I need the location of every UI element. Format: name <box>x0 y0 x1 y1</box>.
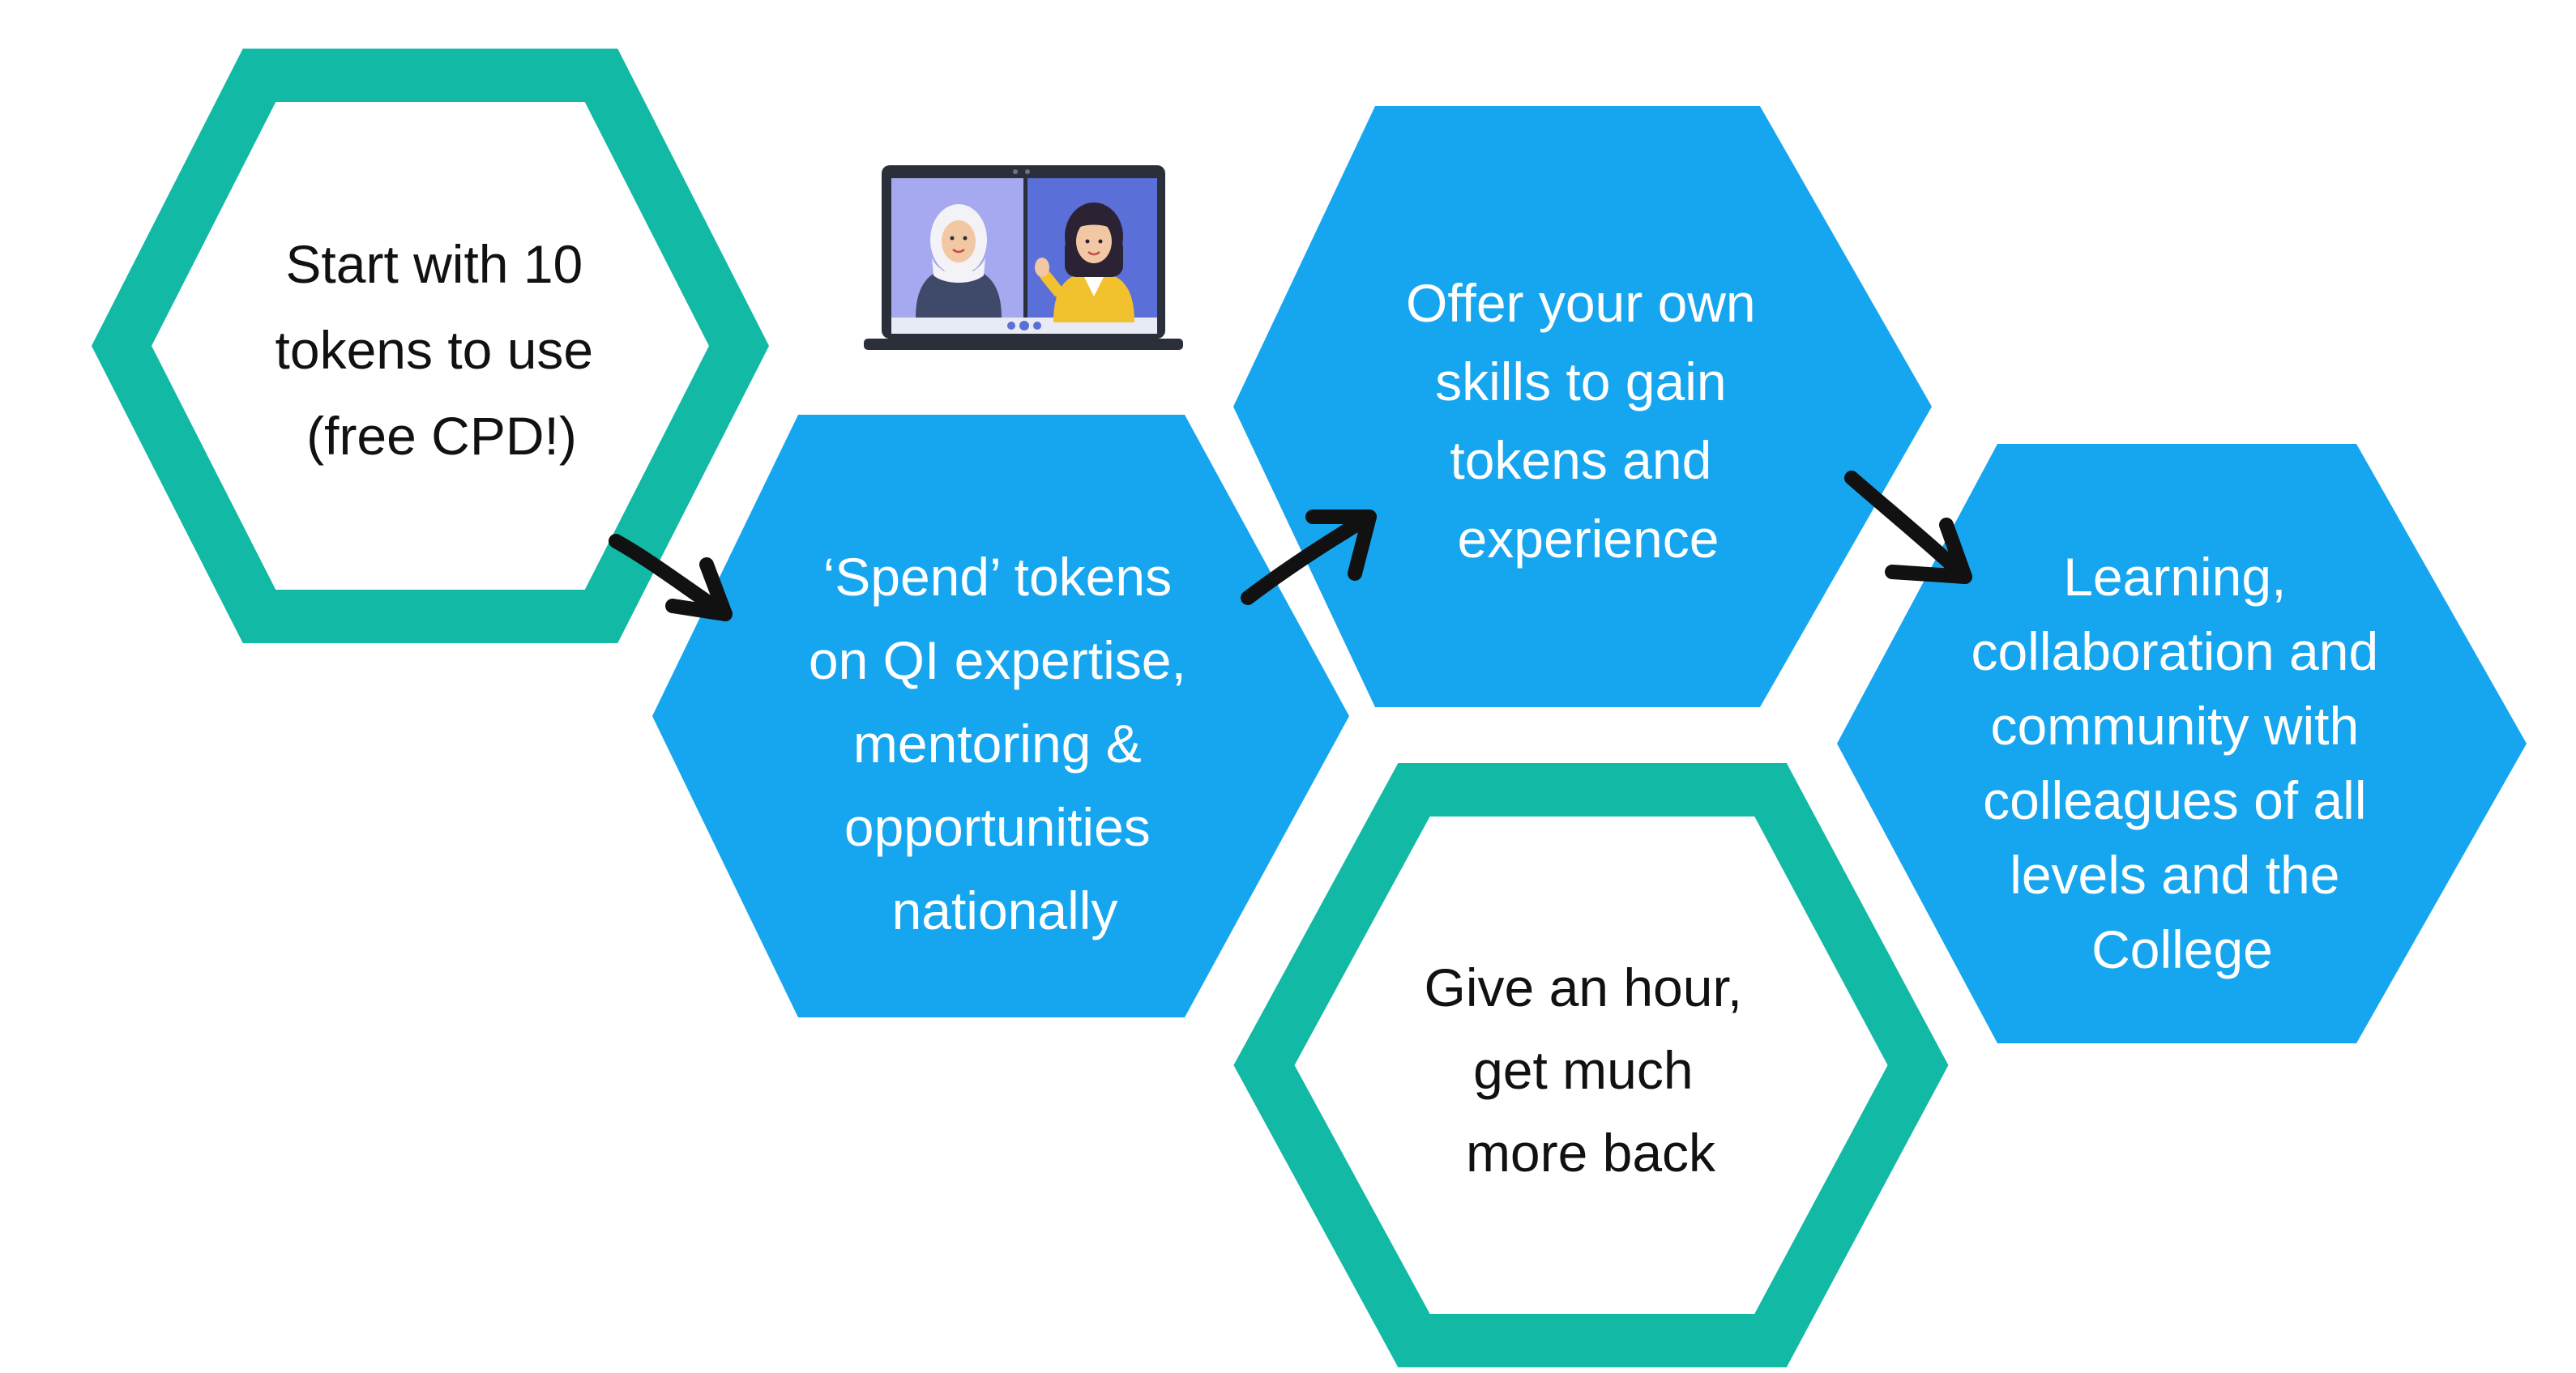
hexagon-learning: Learning, collaboration and community wi… <box>1837 444 2527 1043</box>
arrow-offer-to-learning <box>1844 471 1972 584</box>
hexagon-learning-line-6: College <box>2091 919 2273 979</box>
hexagon-give-line-3: more back <box>1466 1123 1716 1183</box>
hexagon-give-line-2: get much <box>1473 1040 1693 1100</box>
video-participant-right <box>1035 203 1134 322</box>
hexagon-start: Start with 10 tokens to use (free CPD!) <box>91 49 770 643</box>
hexagon-spend: ‘Spend’ tokens on QI expertise, mentorin… <box>652 415 1349 1017</box>
arrow-offer-to-learning-head <box>1885 518 1972 584</box>
video-participant-left <box>916 204 1002 318</box>
hexagon-offer-line-3: tokens and <box>1450 430 1711 490</box>
hexagon-give: Give an hour, get much more back <box>1233 763 1949 1367</box>
hexagon-offer-line-1: Offer your own <box>1406 273 1756 333</box>
hexagon-offer-text: Offer your own skills to gain tokens and… <box>1406 273 1771 569</box>
hexagon-offer-line-4: experience <box>1458 509 1719 569</box>
hexagon-learning-line-5: levels and the <box>2010 845 2339 905</box>
hexagon-spend-line-4: opportunities <box>844 797 1151 857</box>
hexagon-learning-text: Learning, collaboration and community wi… <box>1971 547 2393 979</box>
hexagon-give-text: Give an hour, get much more back <box>1425 957 1758 1183</box>
hexagon-spend-line-1: ‘Spend’ tokens <box>823 547 1173 607</box>
hexagon-learning-line-4: colleagues of all <box>1983 770 2366 830</box>
arrow-spend-to-offer <box>1241 510 1377 605</box>
hexagon-learning-line-1: Learning, <box>2063 547 2286 607</box>
hexagon-start-line-1: Start with 10 <box>285 234 583 294</box>
hexagon-start-line-2: tokens to use <box>276 320 594 380</box>
hexagon-learning-line-2: collaboration and <box>1971 621 2378 681</box>
arrow-offer-to-learning-shaft <box>1844 471 1972 584</box>
hexagon-start-text: Start with 10 tokens to use (free CPD!) <box>276 234 609 466</box>
arrow-spend-to-offer-shaft <box>1241 510 1377 605</box>
arrow-start-to-spend <box>609 534 733 621</box>
hexagon-offer-line-2: skills to gain <box>1435 352 1727 411</box>
arrow-spend-to-offer-head <box>1305 510 1377 581</box>
hexagon-spend-line-5: nationally <box>892 881 1118 940</box>
hexagon-offer: Offer your own skills to gain tokens and… <box>1233 106 1932 707</box>
arrow-start-to-spend-head <box>665 557 733 621</box>
laptop-video-call-icon <box>864 165 1183 350</box>
hexagon-spend-line-3: mentoring & <box>853 714 1142 774</box>
hexagon-spend-text: ‘Spend’ tokens on QI expertise, mentorin… <box>809 547 1201 940</box>
hexagon-give-line-1: Give an hour, <box>1425 957 1743 1017</box>
hexagon-spend-line-2: on QI expertise, <box>809 630 1186 690</box>
hexagon-start-line-3: (free CPD!) <box>306 406 577 466</box>
hexagon-learning-line-3: community with <box>1990 696 2359 756</box>
